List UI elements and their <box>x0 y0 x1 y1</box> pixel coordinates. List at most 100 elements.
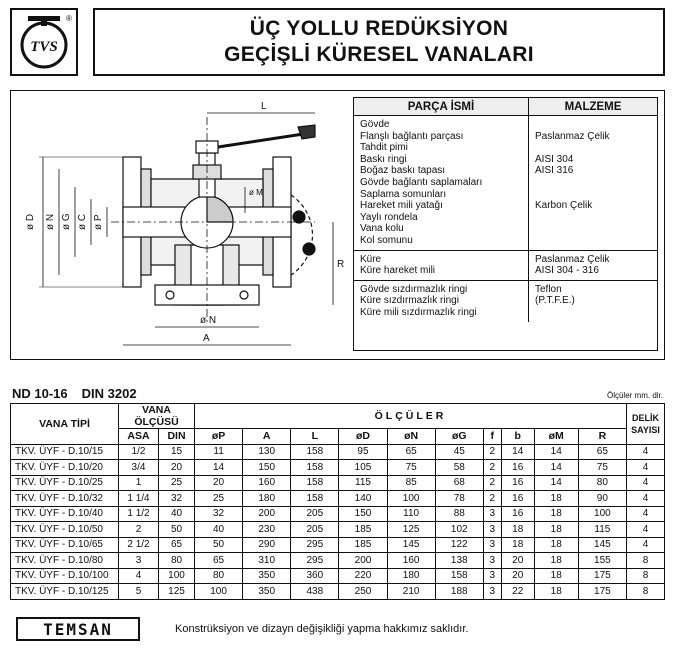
footer-note: Konstrüksiyon ve dizayn değişikliği yapm… <box>175 623 469 635</box>
part-material <box>535 212 651 224</box>
table-cell: 16 <box>500 474 535 491</box>
dim-label-G: ø G <box>61 213 72 230</box>
header-din: DIN <box>158 428 195 445</box>
header-dim-col: R <box>577 428 628 445</box>
header-dim-col: øP <box>193 428 244 445</box>
table-cell: 210 <box>386 583 436 600</box>
part-name: Gövde sızdırmazlık ringi <box>360 283 468 295</box>
table-cell: 78 <box>434 490 484 507</box>
part-material: Paslanmaz Çelik <box>535 253 610 265</box>
part-material <box>535 307 651 319</box>
table-cell: 180 <box>386 567 436 584</box>
table-cell: 205 <box>290 505 340 522</box>
table-cell: 200 <box>338 552 388 569</box>
table-cell: 50 <box>158 521 195 538</box>
table-cell: 158 <box>290 490 340 507</box>
table-cell: 158 <box>290 443 340 460</box>
dim-label-C: ø C <box>77 214 88 230</box>
table-cell: 175 <box>577 583 628 600</box>
table-cell: 14 <box>193 459 244 476</box>
table-cell: 65 <box>158 536 195 553</box>
table-cell: 100 <box>193 583 244 600</box>
table-cell: 95 <box>338 443 388 460</box>
table-cell: 115 <box>577 521 628 538</box>
table-cell: 290 <box>242 536 292 553</box>
table-cell: 5 <box>118 583 159 600</box>
table-cell: 3 <box>482 552 502 569</box>
parts-header-name: PARÇA İSMİ <box>354 98 529 115</box>
part-name: Kol somunu <box>360 234 413 246</box>
table-cell: 40 <box>193 521 244 538</box>
logo-text: TVS <box>30 39 58 55</box>
part-material <box>535 223 651 235</box>
table-cell: 160 <box>242 474 292 491</box>
table-cell: 4 <box>626 459 665 476</box>
header-delik-sayisi: DELİK SAYISI <box>626 403 665 445</box>
table-cell: 18 <box>500 521 535 538</box>
valve-type-cell: TKV. ÜYF - D.10/50 <box>10 521 119 538</box>
table-cell: 65 <box>193 552 244 569</box>
table-cell: 4 <box>118 567 159 584</box>
dim-label-A: A <box>203 333 210 344</box>
header-dim-col: A <box>242 428 292 445</box>
header-olculer: ÖLÇÜLER <box>194 403 627 429</box>
table-cell: 4 <box>626 443 665 460</box>
table-cell: 350 <box>242 583 292 600</box>
table-cell: 145 <box>577 536 628 553</box>
table-cell: 4 <box>626 505 665 522</box>
standard-label: ND 10-16 DIN 3202 <box>12 386 151 401</box>
table-cell: 3/4 <box>118 459 159 476</box>
table-cell: 140 <box>338 490 388 507</box>
table-cell: 18 <box>533 490 579 507</box>
valve-type-cell: TKV. ÜYF - D.10/65 <box>10 536 119 553</box>
table-cell: 22 <box>500 583 535 600</box>
valve-type-cell: TKV. ÜYF - D.10/125 <box>10 583 119 600</box>
header-dim-col: øD <box>338 428 388 445</box>
table-cell: 295 <box>290 536 340 553</box>
nd-label: ND 10-16 <box>12 386 68 401</box>
table-cell: 310 <box>242 552 292 569</box>
table-cell: 8 <box>626 552 665 569</box>
table-cell: 4 <box>626 474 665 491</box>
table-cell: 75 <box>386 459 436 476</box>
table-cell: 2 <box>482 490 502 507</box>
din-label: DIN 3202 <box>81 386 137 401</box>
table-cell: 130 <box>242 443 292 460</box>
table-cell: 16 <box>500 505 535 522</box>
valve-type-cell: TKV. ÜYF - D.10/32 <box>10 490 119 507</box>
part-material: Paslanmaz Çelik <box>535 130 610 142</box>
parts-header-material: MALZEME <box>564 100 622 113</box>
part-material: Teflon <box>535 283 562 295</box>
table-cell: 360 <box>290 567 340 584</box>
parts-materials-column: Teflon(P.T.F.E.) <box>529 281 657 322</box>
table-cell: 18 <box>533 505 579 522</box>
part-name: Saplama somunları <box>360 188 447 200</box>
table-cell: 25 <box>193 490 244 507</box>
dimensions-table: VANA TİPİ VANA ÖLÇÜSÜ ÖLÇÜLER DELİK SAYI… <box>10 403 665 600</box>
table-cell: 18 <box>533 552 579 569</box>
table-header-row-1: VANA TİPİ VANA ÖLÇÜSÜ ÖLÇÜLER DELİK SAYI… <box>10 403 665 445</box>
header-delik: DELİK <box>632 412 659 423</box>
header-dim-col: øM <box>533 428 579 445</box>
table-cell: 122 <box>434 536 484 553</box>
header-dim-col: L <box>290 428 340 445</box>
part-name: Baskı ringi <box>360 153 407 165</box>
table-cell: 125 <box>158 583 195 600</box>
tvs-logo-mark: TVS ® <box>20 14 72 69</box>
table-cell: 350 <box>242 567 292 584</box>
part-material <box>535 235 651 247</box>
table-cell: 250 <box>338 583 388 600</box>
valve-type-cell: TKV. ÜYF - D.10/20 <box>10 459 119 476</box>
part-name: Küre mili sızdırmazlık ringi <box>360 306 477 318</box>
unit-note: Ölçüler mm. dir. <box>606 391 663 400</box>
table-cell: 185 <box>338 521 388 538</box>
table-cell: 20 <box>193 474 244 491</box>
part-name: Hareket mili yatağı <box>360 200 443 212</box>
